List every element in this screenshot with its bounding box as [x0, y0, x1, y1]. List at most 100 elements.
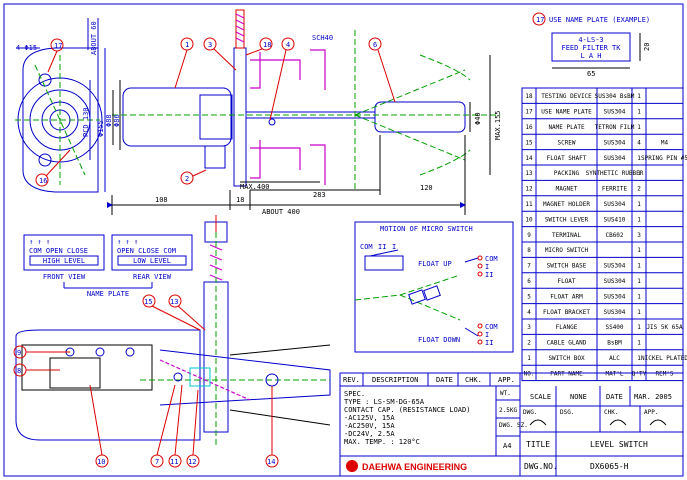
scale-value: NONE: [570, 393, 587, 401]
chk-label: CHK.: [604, 409, 618, 416]
front-view-caption: FRONT VIEW: [43, 273, 86, 281]
spec-temp: MAX. TEMP. : 120°C: [344, 438, 420, 446]
chk-col: CHK.: [465, 376, 482, 384]
bom-cell-part: SCREW: [557, 139, 575, 146]
bom-cell-qty: 1: [637, 293, 641, 300]
bom-cell-part: MAGNET HOLDER: [543, 201, 590, 208]
use-plate-width: 65: [587, 70, 595, 78]
bom-cell-rem: M4: [661, 139, 669, 146]
balloon-16a: 16: [39, 177, 47, 185]
ms-up-com: COM: [485, 255, 498, 263]
bom-cell-mat: SUS304: [604, 139, 626, 146]
d86-dim: Φ86: [113, 114, 121, 127]
dwg-label: DWG.: [523, 409, 537, 416]
balloon-15: 15: [144, 298, 152, 306]
balloons-section: [13, 294, 279, 468]
bom-cell-part: FLOAT: [557, 278, 575, 285]
micro-switch-symbols: [354, 249, 483, 345]
bom-header-no: NO.: [524, 370, 535, 377]
d155-dim: Φ155: [97, 120, 105, 137]
pcd-dim: PCD 130: [82, 107, 90, 137]
d120-dim: 120: [420, 184, 433, 192]
use-plate-title: USE NAME PLATE (EXAMPLE): [549, 16, 650, 24]
bom-cell-no: 17: [525, 109, 533, 116]
app-col: APP.: [498, 376, 515, 384]
bom-cell-mat: SUS304: [604, 278, 626, 285]
rear-arrows: ↑ ↑ ↑: [117, 238, 138, 246]
sch40-label: SCH40: [312, 34, 333, 42]
front-arrows: ↑ ↑ ↑: [29, 238, 50, 246]
name-plate-rear: [111, 234, 193, 271]
use-plate-line1: 4-LS-3: [578, 36, 603, 44]
company-logo: [346, 460, 358, 472]
bom-cell-no: 3: [527, 324, 531, 331]
bom-cell-no: 14: [525, 155, 533, 162]
bom-cell-rem: JIS 5K 65A: [646, 324, 683, 331]
about400-dim: ABOUT 400: [262, 208, 300, 216]
bom-cell-no: 11: [525, 201, 533, 208]
bom-cell-mat: SUS304: [604, 293, 626, 300]
bom-cell-qty: 1: [637, 170, 641, 177]
bom-cell-part: SWITCH BASE: [547, 263, 587, 270]
spec-dc24: -DC24V, 2.5A: [344, 430, 395, 438]
bom-cell-mat: SUS304: [604, 201, 626, 208]
dwg-size: A4: [503, 442, 511, 450]
bom-cell-part: USE NAME PLATE: [541, 109, 592, 116]
balloon-10: 10: [97, 458, 105, 466]
bom-cell-part: FLOAT ARM: [550, 293, 583, 300]
bom-cell-part: TERMINAL: [552, 232, 581, 239]
d88-dim: Φ88: [105, 114, 113, 127]
bom-cell-qty: 2: [637, 186, 641, 193]
section-view: [15, 215, 331, 445]
spec-type: TYPE : LS-SM-DG-65A: [344, 398, 425, 406]
balloon-6: 6: [373, 41, 377, 49]
micro-switch-title: MOTION OF MICRO SWITCH: [380, 225, 473, 233]
bom-cell-qty: 4: [637, 139, 641, 146]
use-plate-line2: FEED FILTER TK: [561, 44, 621, 52]
ms-float-down: FLOAT DOWN: [418, 336, 460, 344]
bom-cell-qty: 1: [637, 109, 641, 116]
bom-header-part: PART NAME: [550, 370, 583, 377]
bom-cell-qty: 1: [637, 278, 641, 285]
bom-cell-qty: 1: [637, 124, 641, 131]
use-plate-box: [551, 32, 631, 62]
bom-cell-no: 7: [527, 263, 531, 270]
micro-switch-box: [354, 221, 514, 353]
bom-cell-mat: SUS304 BsBM: [595, 93, 635, 100]
balloon-1: 1: [185, 41, 189, 49]
description-col: DESCRIPTION: [372, 376, 418, 384]
name-plate-front: [23, 234, 105, 271]
about60-dim: ABOUT 60: [90, 21, 98, 55]
side-view: [107, 9, 500, 215]
spec-contact: CONTACT CAP. (RESISTANCE LOAD): [344, 406, 470, 414]
balloon-3: 3: [208, 41, 212, 49]
bom-cell-no: 4: [527, 309, 531, 316]
spec-ac125: -AC125V, 15A: [344, 414, 395, 422]
bom-cell-qty: 1: [637, 263, 641, 270]
front-level: HIGH LEVEL: [43, 257, 85, 265]
bom-cell-qty: 1: [637, 201, 641, 208]
bom-cell-part: FLOAT BRACKET: [543, 309, 590, 316]
scale-label: SCALE: [530, 393, 551, 401]
dsg-label: DSG.: [560, 409, 574, 416]
balloon-17b-label: 17: [536, 16, 544, 24]
d40-dim: Φ40: [474, 112, 482, 125]
bom-cell-mat: FERRITE: [602, 186, 628, 193]
balloon-7: 7: [155, 458, 159, 466]
ms-float-up: FLOAT UP: [418, 260, 452, 268]
bom-header-rem: REM'S: [655, 370, 673, 377]
bom-cell-qty: 1: [637, 93, 641, 100]
title-block-frame: [339, 372, 684, 477]
bom-cell-mat: SUS304: [604, 109, 626, 116]
max155-dim: MAX.155: [494, 110, 502, 140]
bom-cell-mat: SUS304: [604, 155, 626, 162]
date-label: DATE: [606, 393, 623, 401]
dwgno-label: DWG.NO.: [524, 462, 558, 471]
bom-cell-mat: SYNTHETIC RUBBER: [586, 170, 644, 177]
bom-cell-mat: SUS304: [604, 309, 626, 316]
bom-cell-qty: 1: [637, 340, 641, 347]
bom-cell-no: 2: [527, 340, 531, 347]
d18-dim: 18: [236, 196, 244, 204]
bom-cell-qty: 1: [637, 247, 641, 254]
